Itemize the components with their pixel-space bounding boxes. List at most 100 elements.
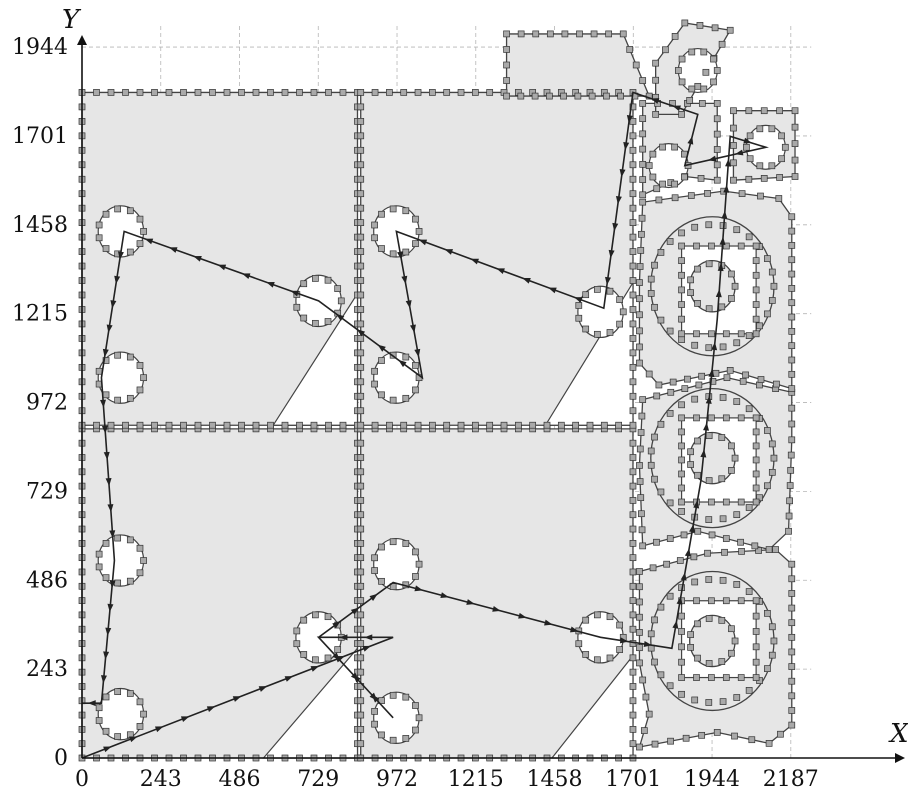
pierce-marker	[726, 367, 734, 374]
pierce-marker	[713, 161, 721, 169]
pierce-marker	[102, 245, 110, 252]
pierce-marker	[708, 531, 716, 539]
pierce-marker	[629, 454, 637, 461]
direction-arrow-icon	[715, 289, 722, 298]
pierce-marker	[339, 89, 347, 96]
pierce-marker	[324, 318, 332, 325]
y-tick-label: 729	[26, 479, 68, 504]
pierce-marker	[694, 654, 701, 662]
pierce-marker	[647, 461, 655, 469]
pierce-marker	[671, 143, 678, 151]
pierce-marker	[639, 115, 647, 122]
pierce-marker	[107, 89, 115, 96]
pierce-marker	[412, 215, 419, 223]
pierce-marker	[645, 162, 653, 169]
pierce-marker	[687, 461, 694, 468]
direction-arrow-icon	[193, 255, 202, 262]
pierce-marker	[486, 421, 494, 429]
pierce-marker	[582, 325, 590, 333]
pierce-marker	[357, 233, 365, 241]
pierce-marker	[136, 240, 144, 248]
pierce-marker	[745, 405, 753, 413]
pierce-marker	[651, 433, 658, 441]
pierce-marker	[756, 322, 763, 330]
x-tick-label: 972	[376, 767, 418, 791]
pierce-marker	[722, 597, 730, 605]
direction-arrow-icon	[707, 155, 717, 162]
pierce-marker	[357, 103, 365, 111]
pierce-marker	[357, 539, 365, 547]
pierce-marker	[238, 89, 245, 96]
pierce-marker	[788, 328, 796, 335]
pierce-marker	[389, 538, 397, 546]
direction-arrow-icon	[470, 258, 479, 265]
x-tick-label: 2187	[763, 767, 819, 791]
direction-arrow-icon	[87, 700, 96, 707]
pierce-marker	[617, 92, 625, 100]
pierce-marker	[788, 575, 796, 583]
pierce-marker	[651, 616, 658, 624]
pierce-marker	[645, 370, 653, 378]
direction-arrow-icon	[336, 313, 345, 322]
direction-arrow-icon	[689, 524, 695, 533]
pierce-marker	[687, 448, 694, 456]
pierce-marker	[765, 546, 773, 553]
pierce-marker	[357, 132, 365, 140]
pierce-marker	[742, 371, 749, 379]
pierce-marker	[693, 597, 700, 605]
direction-arrow-icon	[569, 626, 579, 633]
pierce-marker	[357, 439, 365, 447]
direction-arrow-icon	[144, 238, 154, 245]
direction-arrow-icon	[217, 264, 227, 271]
pierce-marker	[636, 478, 644, 485]
pierce-marker	[357, 291, 365, 299]
pierce-marker	[752, 428, 760, 436]
pierce-marker	[745, 504, 753, 511]
pierce-marker	[293, 640, 301, 648]
direction-arrow-icon	[371, 694, 380, 703]
pierce-marker	[629, 482, 637, 490]
pierce-marker	[636, 583, 643, 591]
pierce-marker	[629, 683, 637, 690]
pierce-marker	[386, 89, 393, 96]
pierce-marker	[629, 277, 637, 284]
pierce-marker	[636, 263, 644, 270]
pierce-marker	[768, 651, 776, 659]
y-axis-arrow-icon	[77, 35, 87, 45]
direction-arrow-icon	[680, 572, 687, 581]
pierce-marker	[704, 190, 711, 197]
direction-arrow-icon	[672, 620, 679, 629]
direction-arrow-icon	[643, 641, 653, 647]
pierce-marker	[788, 270, 796, 278]
direction-arrow-icon	[103, 651, 110, 660]
pierce-marker	[788, 256, 796, 264]
pierce-marker	[122, 89, 129, 96]
pierce-marker	[637, 494, 645, 501]
pierce-marker	[711, 24, 719, 32]
pierce-marker	[415, 560, 423, 568]
pierce-marker	[357, 611, 365, 619]
pierce-marker	[357, 711, 365, 719]
pierce-marker	[678, 674, 685, 681]
pierce-marker	[705, 432, 713, 440]
pierce-marker	[705, 576, 713, 583]
pierce-marker	[752, 315, 760, 323]
pierce-marker	[371, 708, 378, 715]
pierce-marker	[737, 597, 745, 605]
pierce-marker	[653, 538, 660, 546]
pierce-marker	[114, 733, 122, 740]
pierce-marker	[378, 210, 385, 218]
direction-arrow-icon	[496, 268, 505, 274]
pierce-marker	[752, 643, 760, 651]
pierce-marker	[636, 462, 643, 469]
pierce-marker	[688, 85, 696, 93]
pierce-marker	[165, 89, 173, 96]
pierce-marker	[402, 735, 410, 742]
pierce-marker	[722, 674, 730, 681]
y-tick-label: 1215	[12, 302, 68, 327]
pierce-marker	[114, 205, 122, 213]
pierce-marker	[582, 651, 590, 658]
pierce-marker	[639, 198, 647, 206]
pierce-marker	[721, 548, 728, 556]
pierce-marker	[334, 646, 342, 653]
